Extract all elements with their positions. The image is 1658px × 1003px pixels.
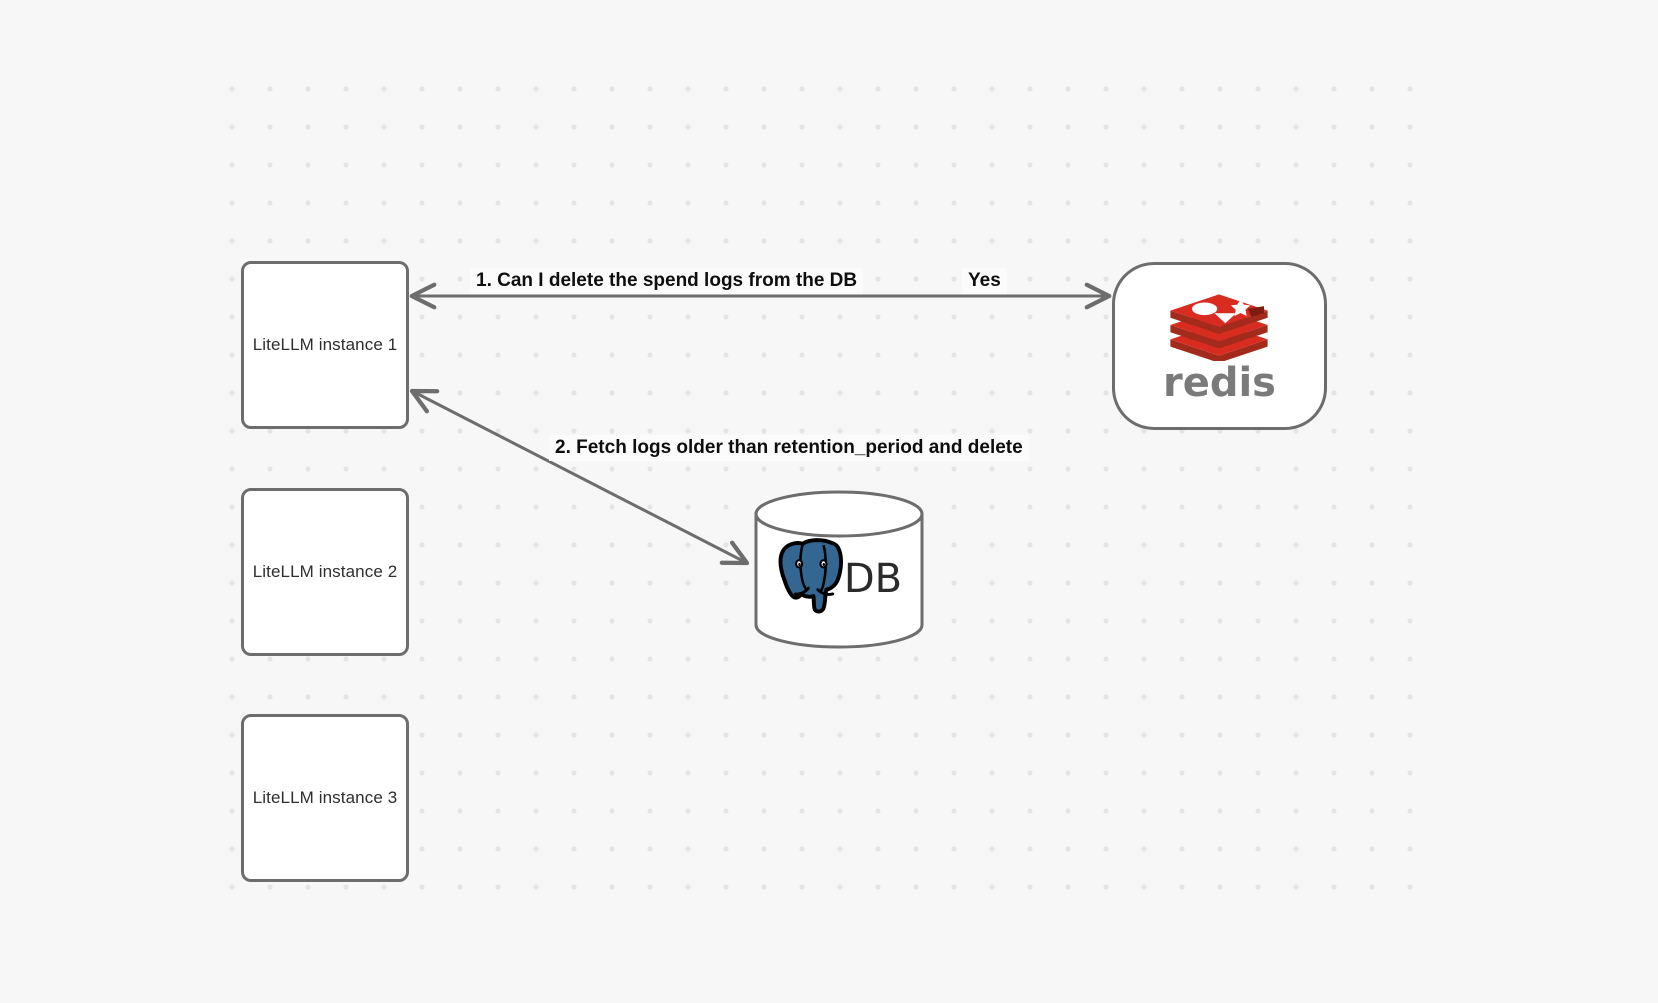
node-litellm-instance-2[interactable]: LiteLLM instance 2	[241, 488, 409, 656]
node-database[interactable]: DB	[753, 489, 925, 650]
node-label: LiteLLM instance 2	[252, 562, 398, 581]
db-label: DB	[843, 555, 903, 602]
node-label: LiteLLM instance 1	[252, 335, 398, 354]
node-litellm-instance-1[interactable]: LiteLLM instance 1	[241, 261, 409, 429]
edge-label-step-1: 1. Can I delete the spend logs from the …	[470, 268, 864, 294]
node-redis[interactable]: redis	[1112, 262, 1327, 430]
node-litellm-instance-3[interactable]: LiteLLM instance 3	[241, 714, 409, 882]
postgresql-elephant-icon	[776, 538, 848, 619]
redis-logo-icon: redis	[1163, 289, 1276, 403]
edge-litellm1-to-db	[409, 388, 750, 566]
edge-label-step-2: 2. Fetch logs older than retention_perio…	[549, 435, 1029, 461]
node-label: LiteLLM instance 3	[252, 788, 398, 807]
edge-label-yes: Yes	[962, 268, 1007, 294]
redis-wordmark: redis	[1162, 360, 1276, 406]
